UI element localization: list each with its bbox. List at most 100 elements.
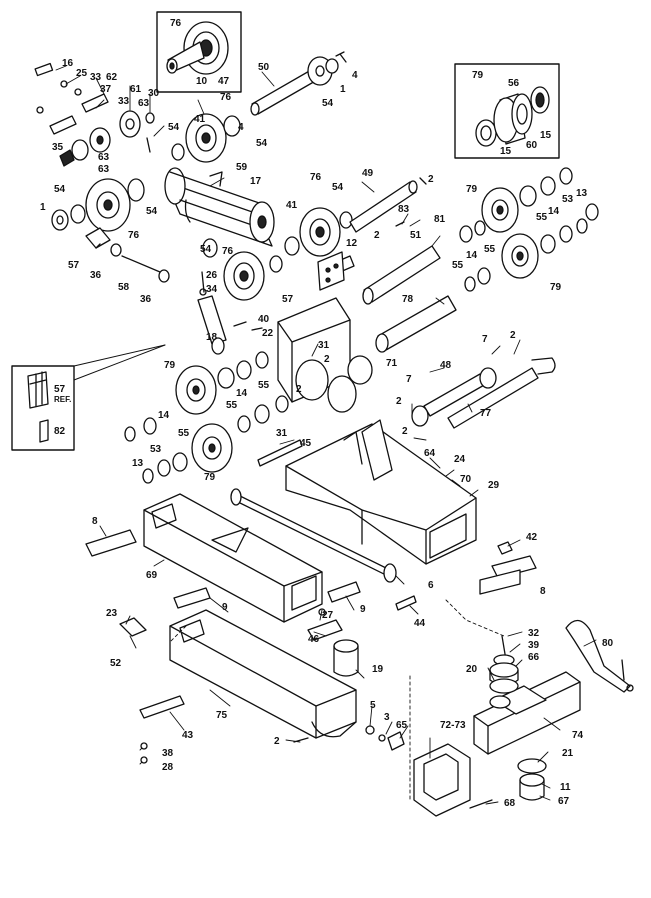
callout-14a: 14 [548, 206, 560, 217]
callout-40: 40 [258, 314, 270, 325]
callout-63a: 63 [138, 98, 150, 109]
callout-3: 3 [384, 712, 390, 723]
inset-roller-79-detail [454, 63, 560, 159]
callout-38: 38 [162, 748, 174, 759]
callout-48: 48 [440, 360, 452, 371]
callout-61: 61 [130, 84, 142, 95]
callout-36a: 36 [90, 270, 102, 281]
callout-66: 66 [528, 652, 540, 663]
callout-55d: 55 [258, 380, 270, 391]
callout-57c: 57 [54, 384, 66, 395]
left-hardware-cluster [34, 62, 155, 167]
callout-63b: 63 [98, 152, 110, 163]
callout-14c: 14 [236, 388, 248, 399]
callout-55c: 55 [452, 260, 464, 271]
callout-22: 22 [262, 328, 274, 339]
roller-76-upper [171, 113, 241, 163]
callout-23: 23 [106, 608, 118, 619]
callout-79b: 79 [466, 184, 478, 195]
callout-54a: 54 [322, 98, 334, 109]
callout-76e: 76 [222, 246, 234, 257]
cylinder-assembly [164, 167, 275, 247]
callout-74: 74 [572, 730, 584, 741]
callout-18: 18 [206, 332, 218, 343]
callout-2d: 2 [510, 330, 516, 341]
callout-2a: 2 [428, 174, 434, 185]
callout-63c: 63 [98, 164, 110, 175]
callout-57b: 57 [282, 294, 294, 305]
callout-2c: 2 [324, 354, 330, 365]
rollers-79-right [459, 167, 599, 292]
fork-arm-69 [143, 493, 323, 623]
callout-27: 27 [322, 610, 334, 621]
callout-72-73: 72-73 [440, 720, 466, 731]
callout-8b: 8 [540, 586, 546, 597]
callout-33a: 33 [90, 72, 102, 83]
callout-54e: 54 [146, 206, 158, 217]
callout-62: 62 [106, 72, 118, 83]
valve-18-and-bolts [197, 271, 263, 355]
callout-4b: 4 [238, 122, 244, 133]
callout-31a: 31 [318, 340, 330, 351]
axle-50-assembly [250, 51, 347, 116]
callout-41b: 41 [286, 200, 298, 211]
callout-15b: 15 [500, 146, 512, 157]
callout-77: 77 [480, 408, 492, 419]
inset-roller-detail [156, 11, 242, 93]
callout-76c: 76 [128, 230, 140, 241]
callout-82: 82 [54, 426, 66, 437]
callout-43: 43 [182, 730, 194, 741]
callout-60: 60 [526, 140, 538, 151]
callout-10: 10 [196, 76, 208, 87]
callout-56: 56 [508, 78, 520, 89]
callout-46: 46 [308, 634, 320, 645]
carriage-71 [277, 251, 373, 413]
callout-1b: 1 [40, 202, 46, 213]
callout-55b: 55 [484, 244, 496, 255]
callout-54b: 54 [168, 122, 180, 133]
callout-79d: 79 [164, 360, 176, 371]
rollers-79-left-lower [124, 351, 289, 484]
bushing-19 [307, 608, 359, 677]
callout-69: 69 [146, 570, 158, 581]
callout-1a: 1 [340, 84, 346, 95]
callout-36b: 36 [140, 294, 152, 305]
callout-59: 59 [236, 162, 248, 173]
callout-ref: REF. [54, 395, 71, 404]
callout-7a: 7 [482, 334, 488, 345]
callout-78: 78 [402, 294, 414, 305]
roller-76-left [51, 178, 145, 232]
callout-2b: 2 [374, 230, 380, 241]
callout-50: 50 [258, 62, 270, 73]
axle-49 [349, 177, 427, 233]
callout-54g: 54 [200, 244, 212, 255]
callout-54d: 54 [54, 184, 66, 195]
callout-14d: 14 [158, 410, 170, 421]
callout-80: 80 [602, 638, 614, 649]
wear-pads [85, 529, 537, 609]
callout-54c: 54 [256, 138, 268, 149]
callout-49: 49 [362, 168, 374, 179]
callout-64: 64 [424, 448, 436, 459]
mast-base-frame [285, 419, 477, 565]
callout-15a: 15 [540, 130, 552, 141]
callout-32: 32 [528, 628, 540, 639]
link-assembly-57-58 [85, 227, 170, 283]
callout-75: 75 [216, 710, 228, 721]
callout-28: 28 [162, 762, 174, 773]
callout-29: 29 [488, 480, 500, 491]
callout-2f: 2 [396, 396, 402, 407]
tie-rod-6 [230, 439, 417, 611]
callout-54f: 54 [332, 182, 344, 193]
callout-83: 83 [398, 204, 410, 215]
callout-19: 19 [372, 664, 384, 675]
callout-79a: 79 [472, 70, 484, 81]
callout-5: 5 [370, 700, 376, 711]
handle-80 [565, 619, 634, 693]
callout-6: 6 [428, 580, 434, 591]
callout-41a: 41 [194, 114, 206, 125]
roller-76-middle [284, 207, 353, 257]
callout-71: 71 [386, 358, 398, 369]
